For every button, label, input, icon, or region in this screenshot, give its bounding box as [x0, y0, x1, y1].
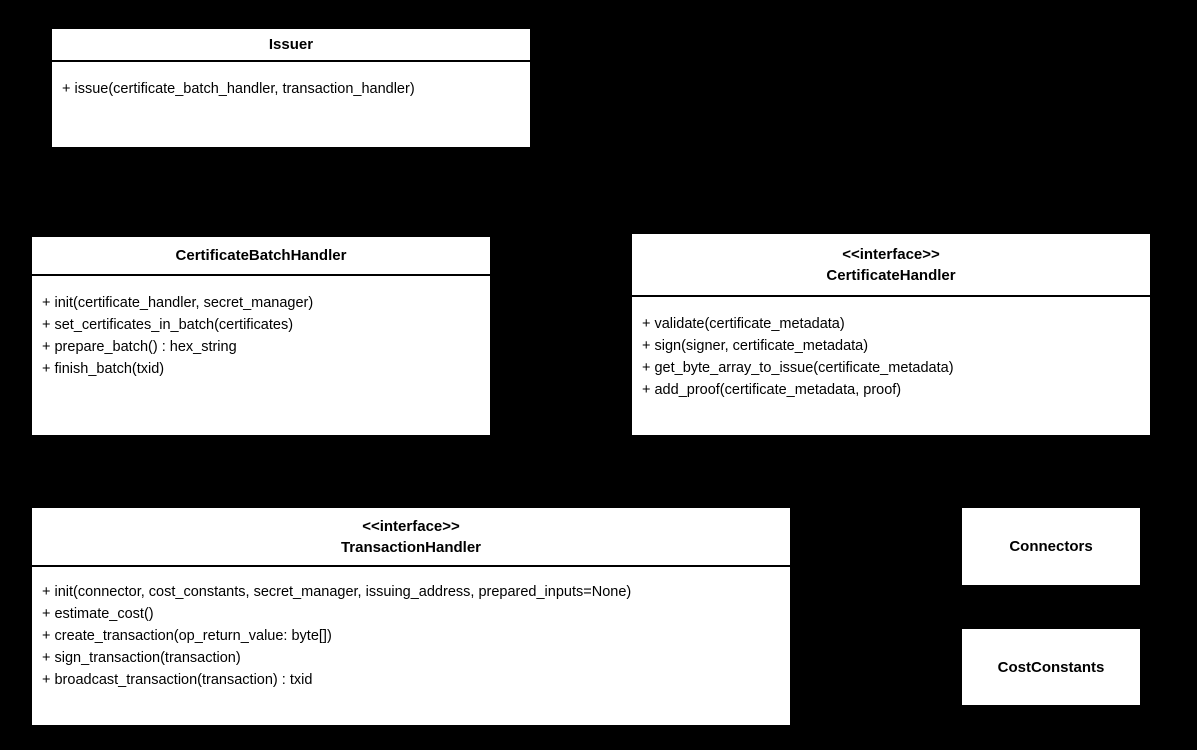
uml-class-header-connectors: Connectors [962, 508, 1140, 585]
uml-member: + broadcast_transaction(transaction) : t… [42, 672, 313, 688]
uml-class-header-certificate-batch-handler: CertificateBatchHandler [32, 237, 490, 276]
uml-class-cost-constants[interactable]: CostConstants [962, 629, 1140, 705]
uml-member: + estimate_cost() [42, 606, 154, 622]
uml-class-header-issuer: Issuer [52, 29, 530, 62]
uml-class-header-cost-constants: CostConstants [962, 629, 1140, 705]
uml-class-certificate-batch-handler[interactable]: CertificateBatchHandler + init(certifica… [32, 237, 490, 435]
uml-class-name-connectors: Connectors [1009, 538, 1093, 555]
uml-member: + validate(certificate_metadata) [642, 316, 845, 332]
uml-member: + finish_batch(txid) [42, 361, 165, 377]
uml-stereotype-certificate-handler: <<interface>> [842, 245, 940, 263]
uml-members-issuer: + issue(certificate_batch_handler, trans… [52, 62, 530, 147]
uml-class-issuer[interactable]: Issuer + issue(certificate_batch_handler… [52, 29, 530, 147]
uml-member: + init(connector, cost_constants, secret… [42, 584, 632, 600]
uml-stereotype-transaction-handler: <<interface>> [362, 517, 460, 535]
uml-member: + create_transaction(op_return_value: by… [42, 628, 332, 644]
uml-members-certificate-batch-handler: + init(certificate_handler, secret_manag… [32, 276, 490, 435]
uml-class-header-certificate-handler: <<interface>> CertificateHandler [632, 234, 1150, 297]
uml-class-transaction-handler[interactable]: <<interface>> TransactionHandler + init(… [32, 508, 790, 725]
uml-member: + sign(signer, certificate_metadata) [642, 338, 869, 354]
uml-member: + init(certificate_handler, secret_manag… [42, 295, 314, 311]
uml-class-name-issuer: Issuer [268, 36, 314, 53]
uml-member: + sign_transaction(transaction) [42, 650, 241, 666]
uml-class-name-certificate-handler: CertificateHandler [826, 266, 956, 284]
uml-member: + add_proof(certificate_metadata, proof) [642, 382, 902, 398]
uml-class-name-certificate-batch-handler: CertificateBatchHandler [175, 247, 347, 264]
uml-members-certificate-handler: + validate(certificate_metadata) + sign(… [632, 297, 1150, 435]
uml-class-name-cost-constants: CostConstants [997, 658, 1105, 676]
uml-class-name-transaction-handler: TransactionHandler [340, 538, 482, 556]
uml-member: + issue(certificate_batch_handler, trans… [62, 81, 415, 97]
uml-class-certificate-handler[interactable]: <<interface>> CertificateHandler + valid… [632, 234, 1150, 435]
uml-class-header-transaction-handler: <<interface>> TransactionHandler [32, 508, 790, 567]
uml-class-connectors[interactable]: Connectors [962, 508, 1140, 585]
uml-member: + get_byte_array_to_issue(certificate_me… [642, 360, 954, 376]
uml-members-transaction-handler: + init(connector, cost_constants, secret… [32, 567, 790, 725]
uml-member: + set_certificates_in_batch(certificates… [42, 317, 294, 333]
uml-member: + prepare_batch() : hex_string [42, 339, 237, 355]
